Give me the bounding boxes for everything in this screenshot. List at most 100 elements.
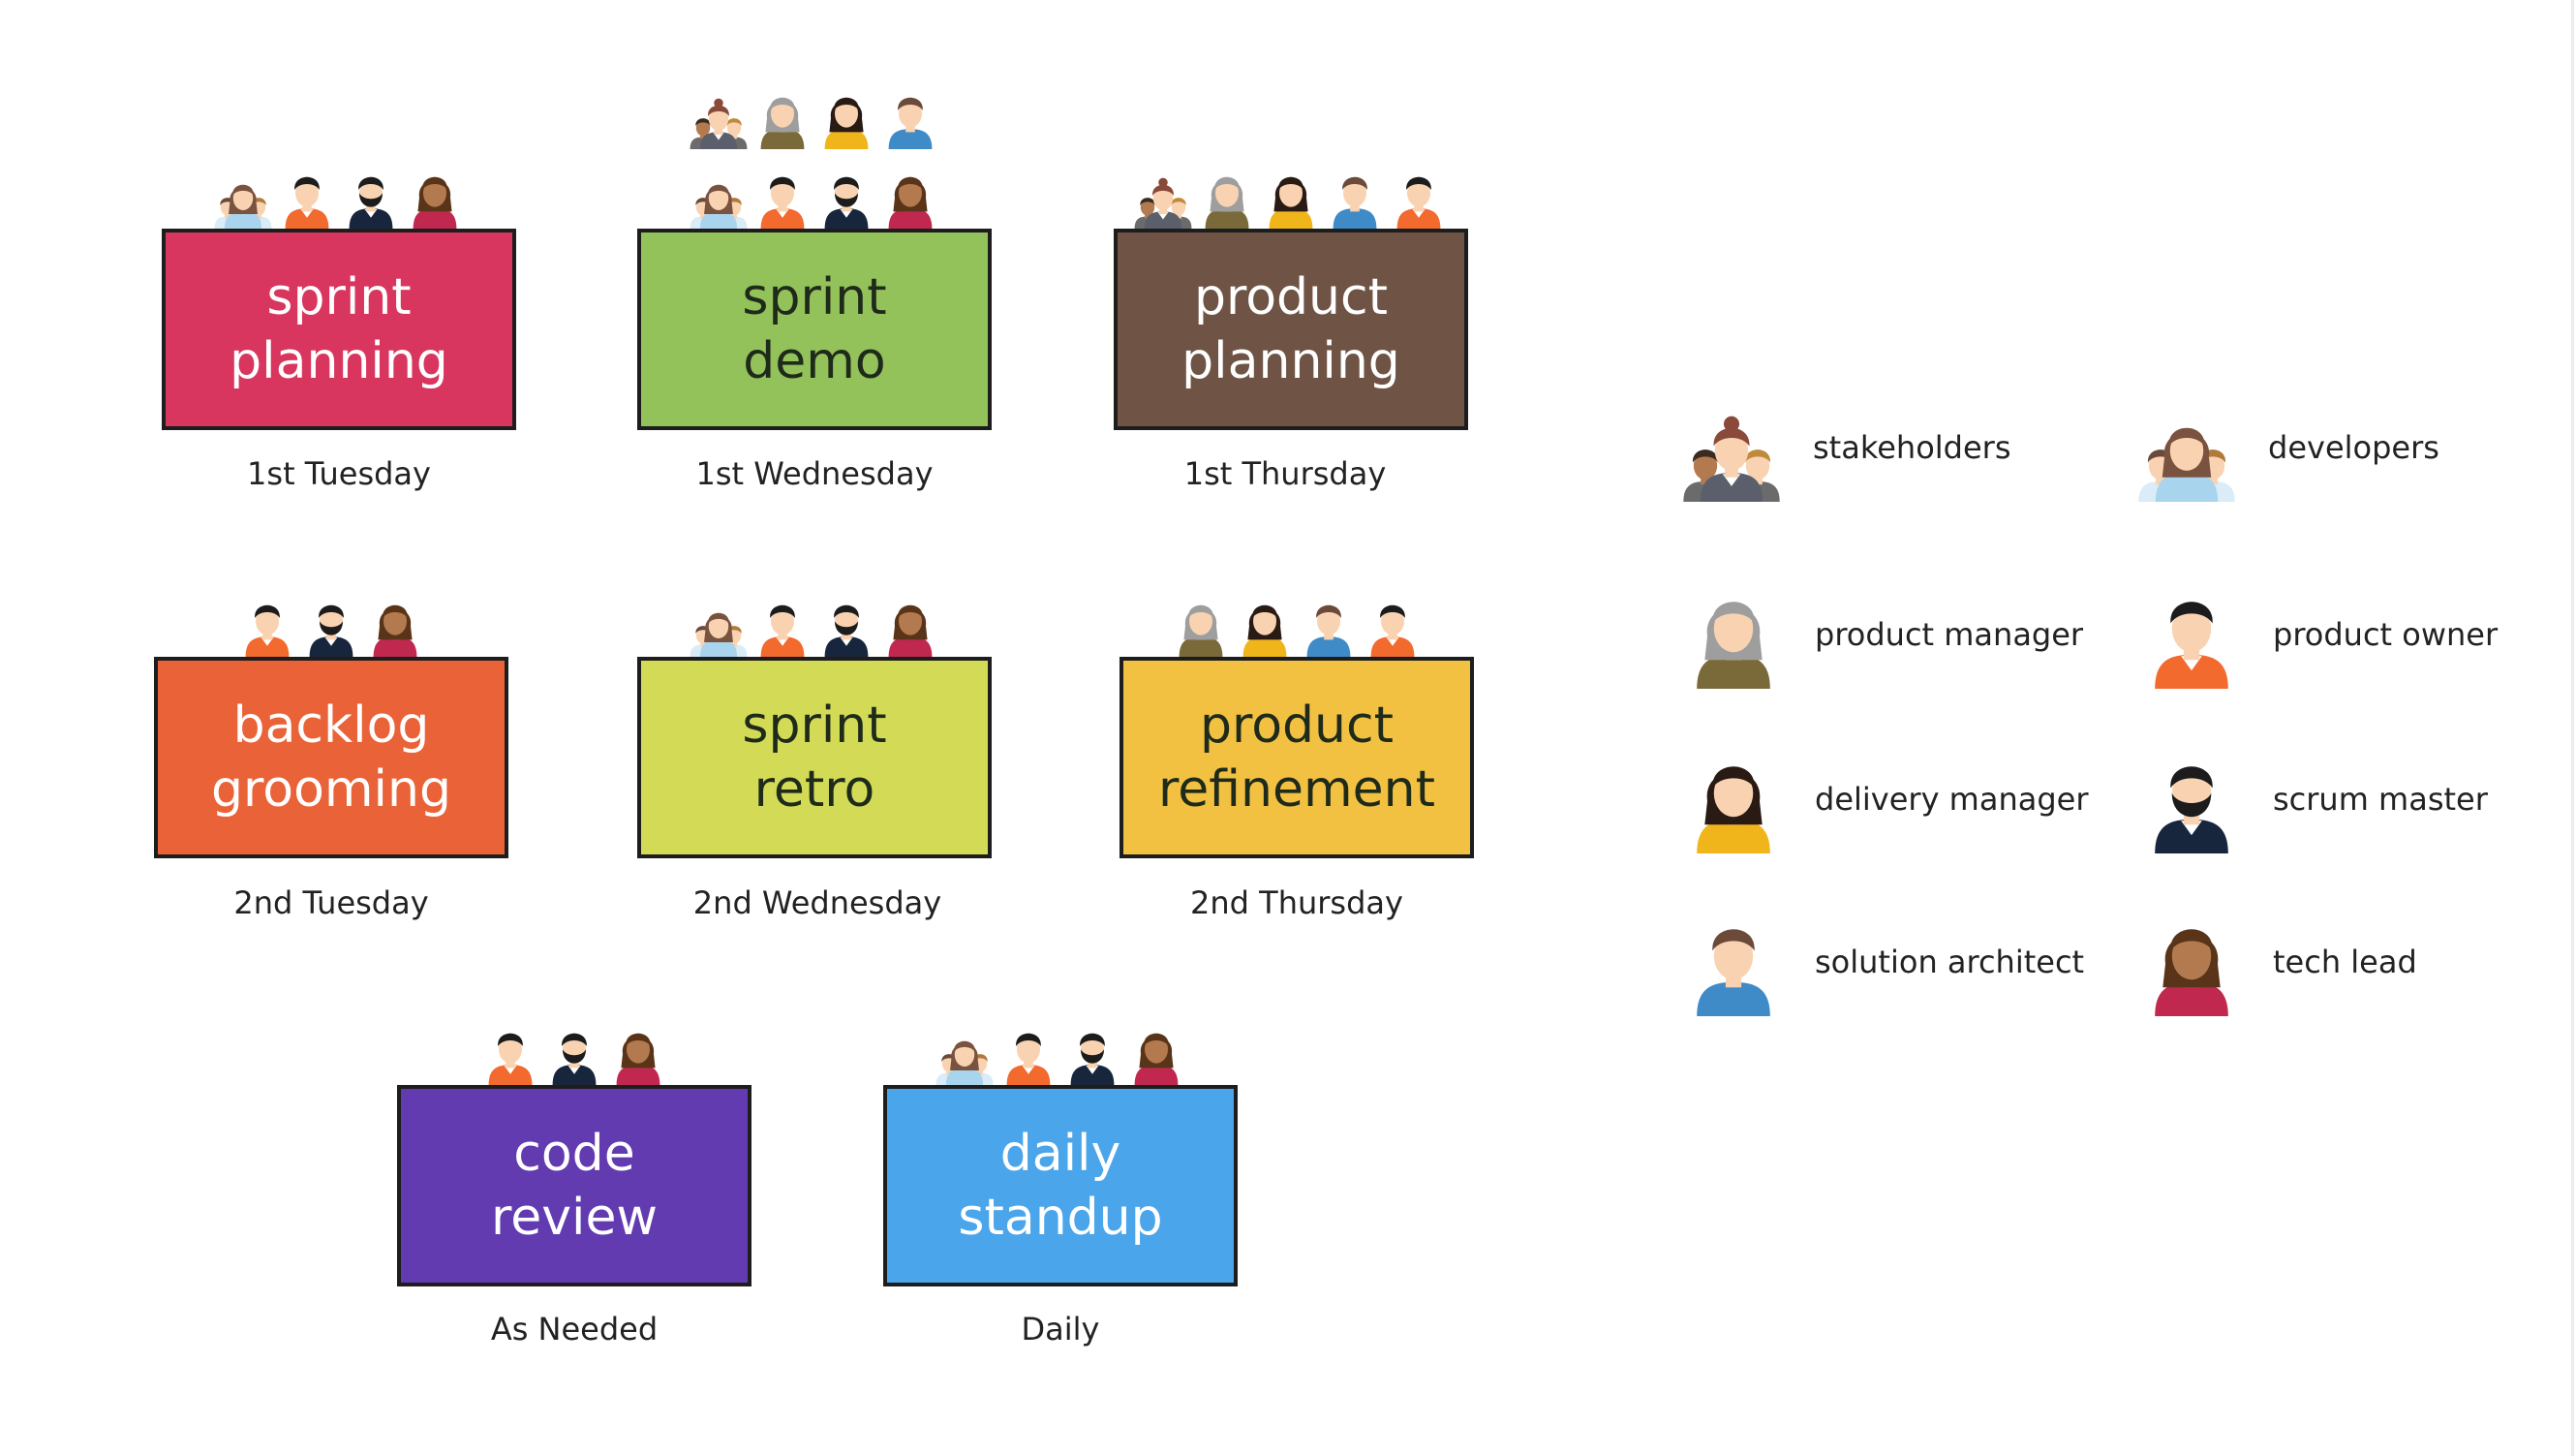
- legend-label: stakeholders: [1813, 429, 2011, 466]
- delivery-manager-icon: [1242, 604, 1287, 657]
- attendees-row: [1179, 604, 1415, 657]
- meeting-frequency: 2nd Thursday: [1190, 884, 1403, 921]
- legend-label: developers: [2268, 429, 2439, 466]
- legend-item-tech-lead: tech lead: [2133, 899, 2417, 1025]
- product-owner-icon: [1396, 176, 1441, 229]
- stakeholders-icon: [690, 98, 748, 149]
- legend-item-product-manager: product manager: [1675, 572, 2083, 697]
- meeting-sprint-retro: sprint retro: [637, 583, 992, 858]
- solution-architect-icon: [1306, 604, 1351, 657]
- scrum-master-icon: [824, 176, 869, 229]
- meeting-backlog-grooming: backlog grooming: [154, 583, 508, 858]
- attendees-row: [690, 176, 933, 229]
- meeting-box: product planning: [1114, 229, 1468, 430]
- meeting-box: sprint planning: [162, 229, 516, 430]
- meeting-product-refinement: product refinement: [1119, 583, 1474, 858]
- product-owner-icon: [2155, 602, 2228, 689]
- product-owner-icon: [245, 604, 290, 657]
- meeting-box: product refinement: [1119, 657, 1474, 858]
- legend-label: scrum master: [2273, 781, 2488, 818]
- meeting-title: backlog grooming: [211, 697, 451, 819]
- product-manager-icon: [1179, 604, 1223, 657]
- tech-lead-icon: [888, 604, 933, 657]
- legend-item-scrum-master: scrum master: [2133, 736, 2488, 862]
- developers-icon: [690, 184, 748, 229]
- tech-lead-icon: [1134, 1033, 1179, 1085]
- tech-lead-icon: [373, 604, 417, 657]
- legend-item-solution-architect: solution architect: [1675, 899, 2084, 1025]
- product-manager-icon: [1205, 176, 1249, 229]
- meeting-title: sprint retro: [742, 697, 887, 819]
- developers-icon: [2138, 427, 2235, 502]
- developers-icon: [214, 184, 272, 229]
- meeting-title: sprint planning: [230, 268, 448, 390]
- meeting-frequency: 2nd Tuesday: [233, 884, 429, 921]
- legend-label: delivery manager: [1815, 781, 2089, 818]
- attendees-row-top: [690, 97, 933, 149]
- product-owner-icon: [285, 176, 329, 229]
- attendees-row: [1134, 176, 1441, 229]
- attendees-row: [488, 1033, 660, 1085]
- meeting-sprint-planning: sprint planning: [162, 155, 516, 430]
- meeting-frequency: 2nd Wednesday: [692, 884, 942, 921]
- solution-architect-icon: [888, 97, 933, 149]
- tech-lead-icon: [616, 1033, 660, 1085]
- legend-item-stakeholders: stakeholders: [1673, 385, 2010, 511]
- legend-item-developers: developers: [2129, 385, 2439, 511]
- solution-architect-icon: [1333, 176, 1377, 229]
- scrum-master-icon: [309, 604, 353, 657]
- legend-label: tech lead: [2273, 944, 2417, 980]
- meeting-title: sprint demo: [742, 268, 887, 390]
- meeting-box: sprint retro: [637, 657, 992, 858]
- meeting-code-review: code review: [397, 1011, 751, 1286]
- meeting-title: daily standup: [958, 1125, 1163, 1247]
- attendees-row: [214, 176, 457, 229]
- product-owner-icon: [760, 176, 805, 229]
- delivery-manager-icon: [824, 97, 869, 149]
- scrum-master-icon: [552, 1033, 597, 1085]
- meeting-title: product planning: [1181, 268, 1400, 390]
- meeting-title: code review: [491, 1125, 658, 1247]
- meeting-product-planning: product planning: [1114, 155, 1468, 430]
- meeting-frequency: 1st Wednesday: [695, 455, 934, 492]
- solution-architect-icon: [1697, 929, 1770, 1016]
- stakeholders-icon: [1683, 416, 1780, 502]
- meeting-box: backlog grooming: [154, 657, 508, 858]
- scrum-master-icon: [2155, 766, 2228, 853]
- meeting-daily-standup: daily standup: [883, 1011, 1238, 1286]
- meeting-box: sprint demo: [637, 229, 992, 430]
- tech-lead-icon: [413, 176, 457, 229]
- attendees-row: [935, 1033, 1179, 1085]
- meeting-sprint-demo: sprint demo: [637, 74, 992, 430]
- scrum-master-icon: [1070, 1033, 1115, 1085]
- meeting-frequency: Daily: [1021, 1311, 1100, 1348]
- product-owner-icon: [1006, 1033, 1051, 1085]
- delivery-manager-icon: [1697, 766, 1770, 853]
- product-owner-icon: [760, 604, 805, 657]
- scrum-master-icon: [349, 176, 393, 229]
- meeting-box: code review: [397, 1085, 751, 1286]
- legend-item-delivery-manager: delivery manager: [1675, 736, 2089, 862]
- meeting-title: product refinement: [1158, 697, 1435, 819]
- attendees-row: [690, 604, 933, 657]
- tech-lead-icon: [2155, 929, 2228, 1016]
- legend-label: solution architect: [1815, 944, 2085, 980]
- page-edge-divider: [2571, 0, 2574, 1456]
- developers-icon: [935, 1040, 994, 1085]
- meeting-frequency: 1st Tuesday: [247, 455, 431, 492]
- attendees-row: [245, 604, 417, 657]
- stakeholders-icon: [1134, 177, 1192, 229]
- legend-label: product owner: [2273, 616, 2499, 653]
- developers-icon: [690, 612, 748, 657]
- product-manager-icon: [1697, 602, 1770, 689]
- product-owner-icon: [488, 1033, 533, 1085]
- legend-label: product manager: [1815, 616, 2084, 653]
- delivery-manager-icon: [1269, 176, 1313, 229]
- tech-lead-icon: [888, 176, 933, 229]
- legend-item-product-owner: product owner: [2133, 572, 2498, 697]
- meeting-frequency: 1st Thursday: [1183, 455, 1387, 492]
- scrum-master-icon: [824, 604, 869, 657]
- meeting-frequency: As Needed: [490, 1311, 659, 1348]
- product-owner-icon: [1370, 604, 1415, 657]
